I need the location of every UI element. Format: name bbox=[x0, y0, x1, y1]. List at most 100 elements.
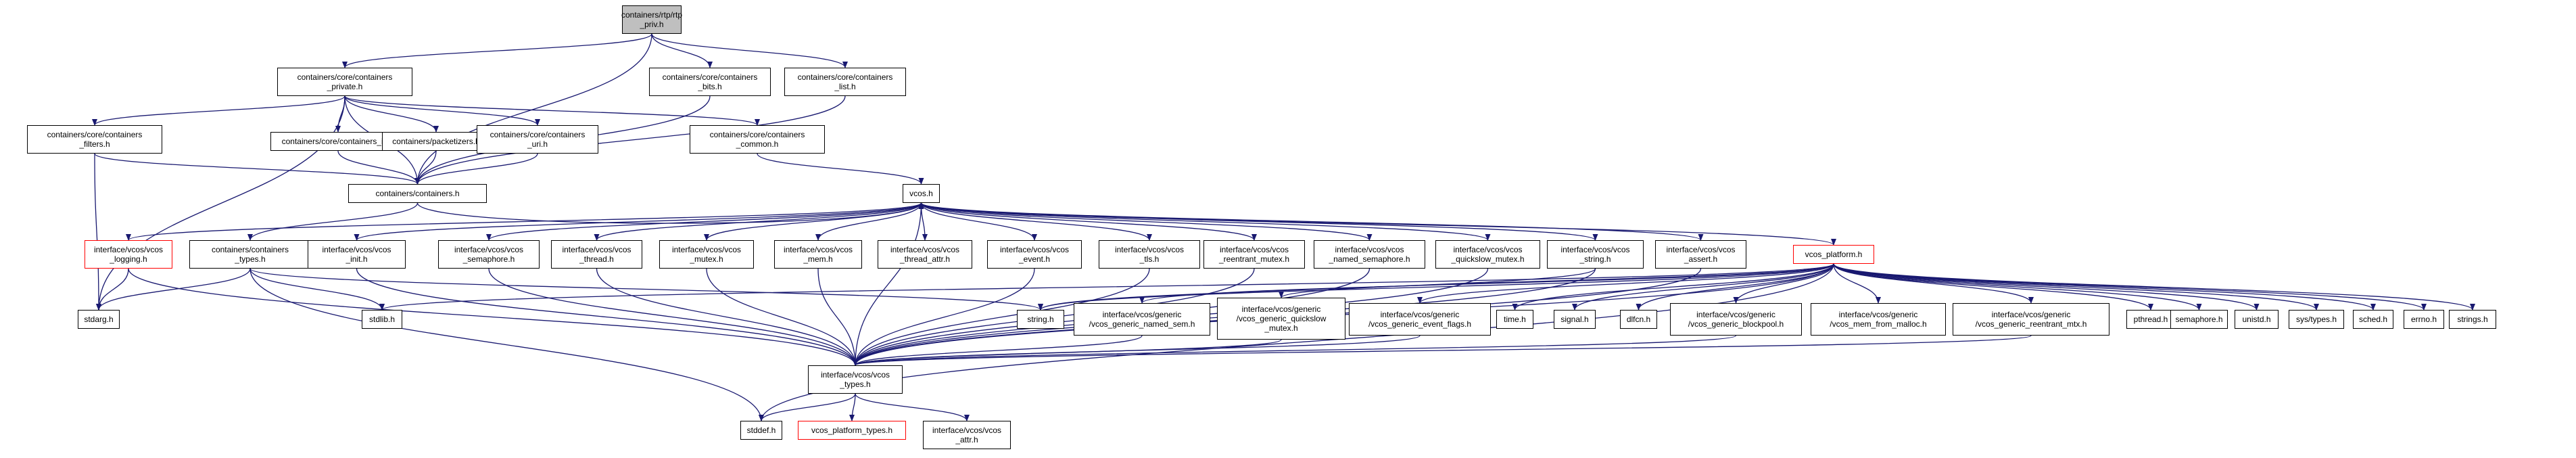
node-label: stddef.h bbox=[746, 426, 776, 435]
node-stddef-h[interactable]: stddef.h bbox=[740, 421, 782, 440]
edge-vcos-to-vtypes bbox=[853, 202, 922, 366]
node-vcos-tls-h[interactable]: interface/vcos/vcos _tls.h bbox=[1099, 240, 1200, 269]
node-vcos-event-h[interactable]: interface/vcos/vcos _event.h bbox=[987, 240, 1082, 269]
node-vcos-thread-attr-h[interactable]: interface/vcos/vcos _thread_attr.h bbox=[878, 240, 972, 269]
node-label: vcos.h bbox=[909, 189, 933, 198]
node-label: dlfcn.h bbox=[1626, 315, 1651, 324]
edge-cprivate-to-curi bbox=[344, 95, 540, 126]
node-errno-h[interactable]: errno.h bbox=[2404, 310, 2444, 329]
edge-vcos-to-vmutex bbox=[704, 202, 922, 241]
node-containers-bits-h[interactable]: containers/core/containers _bits.h bbox=[649, 68, 771, 96]
node-containers-common-h[interactable]: containers/core/containers _common.h bbox=[690, 125, 825, 154]
node-label: time.h bbox=[1504, 315, 1526, 324]
node-strings-h[interactable]: strings.h bbox=[2449, 310, 2496, 329]
node-stdarg-h[interactable]: stdarg.h bbox=[78, 310, 120, 329]
node-sys-types-h[interactable]: sys/types.h bbox=[2289, 310, 2344, 329]
node-vcos-assert-h[interactable]: interface/vcos/vcos _assert.h bbox=[1655, 240, 1746, 269]
node-vcos-platform-h[interactable]: vcos_platform.h bbox=[1793, 245, 1874, 264]
node-packetizers-h[interactable]: containers/packetizers.h bbox=[382, 132, 490, 151]
node-generic-reentrant-mtx-h[interactable]: interface/vcos/generic /vcos_generic_ree… bbox=[1953, 303, 2109, 336]
node-vcos-mutex-h[interactable]: interface/vcos/vcos _mutex.h bbox=[659, 240, 754, 269]
node-sched-h[interactable]: sched.h bbox=[2353, 310, 2393, 329]
node-vcos-named-semaphore-h[interactable]: interface/vcos/vcos _named_semaphore.h bbox=[1314, 240, 1425, 269]
node-time-h[interactable]: time.h bbox=[1496, 310, 1533, 329]
node-vcos-init-h[interactable]: interface/vcos/vcos _init.h bbox=[308, 240, 406, 269]
edge-cprivate-to-cio bbox=[335, 95, 345, 133]
node-vcos-mem-h[interactable]: interface/vcos/vcos _mem.h bbox=[774, 240, 862, 269]
node-semaphore-h[interactable]: semaphore.h bbox=[2170, 310, 2228, 329]
edge-cfilters-to-stdarg bbox=[94, 153, 101, 311]
node-label: interface/vcos/vcos _mem.h bbox=[783, 245, 853, 264]
edge-vplatform-to-unistd bbox=[1833, 263, 2260, 311]
edge-vplatform-to-signal bbox=[1572, 263, 1834, 311]
node-label: interface/vcos/vcos _thread_attr.h bbox=[890, 245, 960, 264]
node-generic-named-sem-h[interactable]: interface/vcos/generic /vcos_generic_nam… bbox=[1074, 303, 1210, 336]
node-label: unistd.h bbox=[2242, 315, 2271, 324]
node-containers-uri-h[interactable]: containers/core/containers _uri.h bbox=[477, 125, 598, 154]
node-generic-blockpool-h[interactable]: interface/vcos/generic /vcos_generic_blo… bbox=[1670, 303, 1802, 336]
node-pthread-h[interactable]: pthread.h bbox=[2126, 310, 2175, 329]
node-containers-private-h[interactable]: containers/core/containers _private.h bbox=[277, 68, 412, 96]
edge-vcos-to-vtls bbox=[920, 202, 1152, 241]
node-vcos-reentrant-mutex-h[interactable]: interface/vcos/vcos _reentrant_mutex.h bbox=[1203, 240, 1305, 269]
node-containers-types-h[interactable]: containers/containers _types.h bbox=[189, 240, 311, 269]
edge-ctypes-to-stdlib bbox=[249, 268, 385, 311]
node-vcos-thread-h[interactable]: interface/vcos/vcos _thread.h bbox=[551, 240, 642, 269]
node-containers-h[interactable]: containers/containers.h bbox=[348, 184, 487, 203]
node-label: signal.h bbox=[1560, 315, 1589, 324]
edge-gblockpool-to-vtypes bbox=[853, 335, 1737, 366]
node-vcos-semaphore-h[interactable]: interface/vcos/vcos _semaphore.h bbox=[438, 240, 540, 269]
edge-clist-to-containers bbox=[414, 95, 846, 185]
node-label: containers/core/containers _private.h bbox=[297, 72, 393, 91]
edge-root-to-cbits bbox=[651, 33, 713, 68]
edge-cio-to-containers bbox=[337, 150, 421, 185]
node-label: containers/packetizers.h bbox=[392, 137, 480, 146]
edge-vplatform-to-systypes bbox=[1833, 263, 2319, 311]
edge-vcos-to-vnamedsem bbox=[920, 202, 1373, 241]
node-generic-event-flags-h[interactable]: interface/vcos/generic /vcos_generic_eve… bbox=[1349, 303, 1491, 336]
node-vcos-attr-h[interactable]: interface/vcos/vcos _attr.h bbox=[923, 421, 1011, 449]
node-label: containers/containers.h bbox=[375, 189, 460, 198]
node-vcos-quickslow-mutex-h[interactable]: interface/vcos/vcos _quickslow_mutex.h bbox=[1435, 240, 1540, 269]
node-label: stdarg.h bbox=[84, 315, 114, 324]
node-label: interface/vcos/vcos _tls.h bbox=[1114, 245, 1185, 264]
edge-vplatform-to-string bbox=[1038, 263, 1834, 311]
edge-cprivate-to-cfilters bbox=[92, 95, 345, 126]
node-signal-h[interactable]: signal.h bbox=[1554, 310, 1596, 329]
node-vcos-string-h[interactable]: interface/vcos/vcos _string.h bbox=[1547, 240, 1644, 269]
node-label: interface/vcos/generic /vcos_generic_qui… bbox=[1236, 304, 1327, 333]
node-label: interface/vcos/vcos _assert.h bbox=[1666, 245, 1736, 264]
edge-cfilters-to-containers bbox=[94, 153, 421, 185]
node-vcos-platform-types-h[interactable]: vcos_platform_types.h bbox=[798, 421, 906, 440]
edge-vplatform-to-gquickslow bbox=[1279, 263, 1834, 298]
node-vcos-logging-h[interactable]: interface/vcos/vcos _logging.h bbox=[85, 240, 172, 269]
node-dlfcn-h[interactable]: dlfcn.h bbox=[1620, 310, 1657, 329]
edge-ctypes-to-string bbox=[249, 268, 1043, 311]
edge-vcos-to-vreentrant bbox=[920, 202, 1257, 241]
edge-root-to-clist bbox=[651, 33, 848, 68]
node-label: interface/vcos/vcos _mutex.h bbox=[671, 245, 742, 264]
node-rtp-priv-h[interactable]: containers/rtp/rtp _priv.h bbox=[621, 5, 682, 34]
node-mem-from-malloc-h[interactable]: interface/vcos/generic /vcos_mem_from_ma… bbox=[1811, 303, 1946, 336]
edge-vplatform-to-pthread bbox=[1833, 263, 2153, 311]
node-unistd-h[interactable]: unistd.h bbox=[2235, 310, 2279, 329]
node-label: sys/types.h bbox=[2295, 315, 2337, 324]
edge-vsem-to-vtypes bbox=[488, 268, 858, 366]
edge-vcos-to-vmem bbox=[815, 202, 922, 241]
node-label: containers/core/containers _filters.h bbox=[47, 130, 143, 149]
node-string-h[interactable]: string.h bbox=[1017, 310, 1064, 329]
node-stdlib-h[interactable]: stdlib.h bbox=[362, 310, 402, 329]
edge-vplatform-to-stdlib bbox=[379, 263, 1834, 311]
edge-vthread-to-vtypes bbox=[596, 268, 858, 366]
node-generic-quickslow-mutex-h[interactable]: interface/vcos/generic /vcos_generic_qui… bbox=[1217, 298, 1345, 340]
edge-vcos-to-vinit bbox=[354, 202, 922, 241]
node-vcos-h[interactable]: vcos.h bbox=[903, 184, 940, 203]
node-containers-list-h[interactable]: containers/core/containers _list.h bbox=[784, 68, 906, 96]
node-containers-filters-h[interactable]: containers/core/containers _filters.h bbox=[27, 125, 162, 154]
node-vcos-types-h[interactable]: interface/vcos/vcos _types.h bbox=[808, 365, 903, 394]
node-label: interface/vcos/vcos _named_semaphore.h bbox=[1329, 245, 1410, 264]
node-label: interface/vcos/generic /vcos_generic_nam… bbox=[1089, 310, 1195, 329]
node-label: containers/core/containers _list.h bbox=[797, 72, 893, 91]
edge-vevent-to-vtypes bbox=[853, 268, 1035, 366]
